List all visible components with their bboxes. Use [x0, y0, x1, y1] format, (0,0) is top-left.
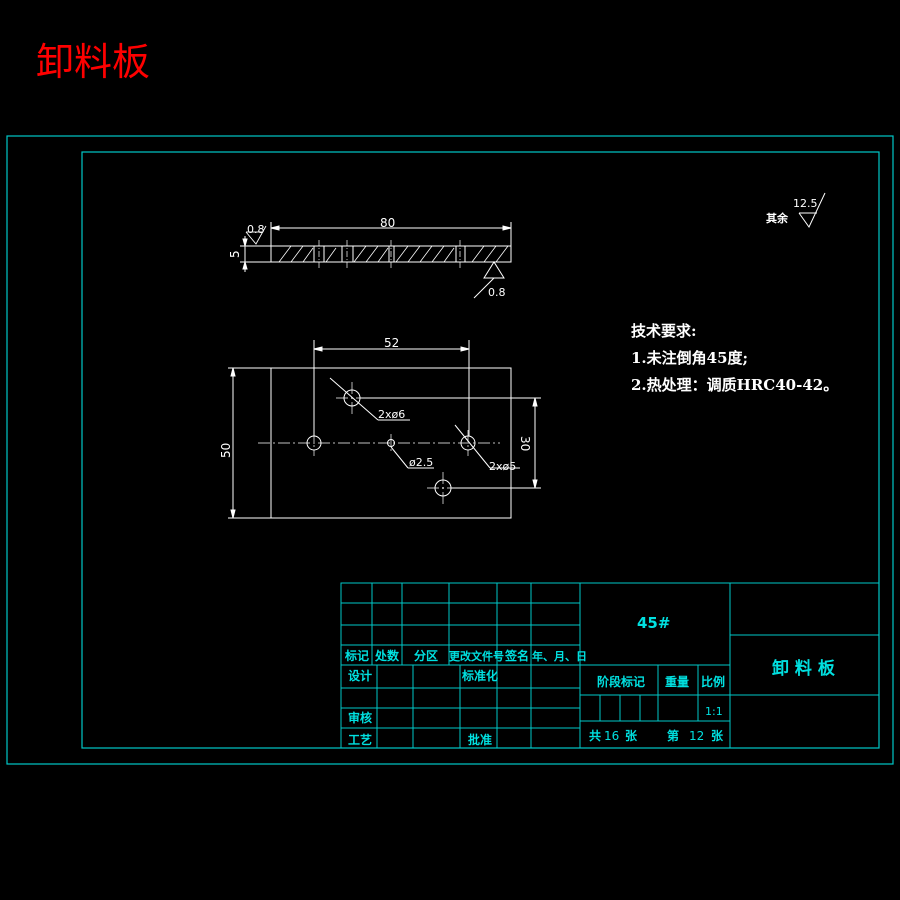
- roughness-other-label: 其余: [766, 211, 789, 225]
- tech-line-2: 2.热处理：调质HRC40-42。: [631, 376, 838, 394]
- tb-header-count: 处数: [374, 648, 400, 663]
- tb-sheet-no: 12: [689, 729, 704, 743]
- front-centerlines: [258, 382, 500, 504]
- callout-hole-b: ø2.5: [409, 456, 433, 469]
- leader-2-5: [390, 446, 409, 469]
- title-block: [340, 582, 880, 749]
- page-title: 卸料板: [36, 40, 150, 84]
- side-centerlines: [318, 240, 461, 268]
- tb-standardization: 标准化: [461, 668, 498, 683]
- tb-sheet-unit: 张: [711, 728, 724, 743]
- side-view: [240, 222, 512, 299]
- tb-header-mark: 标记: [344, 648, 369, 663]
- tb-header-zone: 分区: [414, 648, 438, 663]
- roughness-symbol-bottom: [483, 261, 505, 279]
- dim-hole-pair: 30: [518, 436, 532, 451]
- tb-header-change-doc: 更改文件号: [449, 649, 504, 663]
- tb-total-unit: 张: [625, 728, 638, 743]
- tb-review: 审核: [348, 710, 372, 725]
- tb-approve: 批准: [468, 732, 492, 747]
- dim-hole-spacing: 52: [384, 336, 399, 350]
- section-hatching: [278, 245, 509, 263]
- tb-weight: 重量: [665, 674, 689, 689]
- tech-requirements: 技术要求: 1.未注倒角45度; 2.热处理：调质HRC40-42。: [631, 322, 838, 394]
- roughness-other-symbol: [798, 192, 826, 228]
- tb-scale-label: 比例: [701, 674, 725, 689]
- tb-header-date: 年、月、日: [532, 649, 587, 663]
- dim-length: 80: [380, 216, 395, 230]
- front-view-outline: [270, 367, 512, 519]
- roughness-symbol-top: [245, 225, 267, 245]
- leader-2x6: [329, 377, 379, 421]
- roughness-other-value: 12.5: [793, 197, 818, 210]
- outer-frame: [6, 135, 894, 765]
- tb-total: 16: [604, 729, 619, 743]
- tb-total-prefix: 共: [589, 728, 601, 743]
- dim-chamfer: 0.8: [247, 223, 265, 236]
- dim-thickness: 5: [228, 250, 242, 258]
- callout-hole-c: 2xø5: [489, 460, 516, 473]
- title-block-text: 标记 处数 分区 更改文件号 签名 年、月、日 设计 标准化 审核 工艺 批准 …: [344, 614, 836, 747]
- tech-heading: 技术要求:: [631, 322, 697, 340]
- leader-2x5: [454, 424, 491, 469]
- tb-sheet-prefix: 第: [667, 728, 679, 743]
- tb-design: 设计: [348, 668, 372, 683]
- tb-stage-mark: 阶段标记: [597, 674, 645, 689]
- tb-header-sign: 签名: [504, 648, 529, 663]
- tb-scale-value: 1:1: [705, 705, 723, 718]
- front-view: [228, 340, 541, 519]
- dim-width: 50: [219, 443, 233, 458]
- callout-hole-a: 2xø6: [378, 408, 405, 421]
- roughness-bottom-value: 0.8: [488, 286, 506, 299]
- tb-material: 45#: [637, 614, 670, 632]
- hole-edges: [313, 246, 466, 262]
- tech-line-1: 1.未注倒角45度;: [631, 349, 748, 367]
- tb-part-name: 卸 料 板: [772, 658, 836, 679]
- tb-process: 工艺: [348, 732, 372, 747]
